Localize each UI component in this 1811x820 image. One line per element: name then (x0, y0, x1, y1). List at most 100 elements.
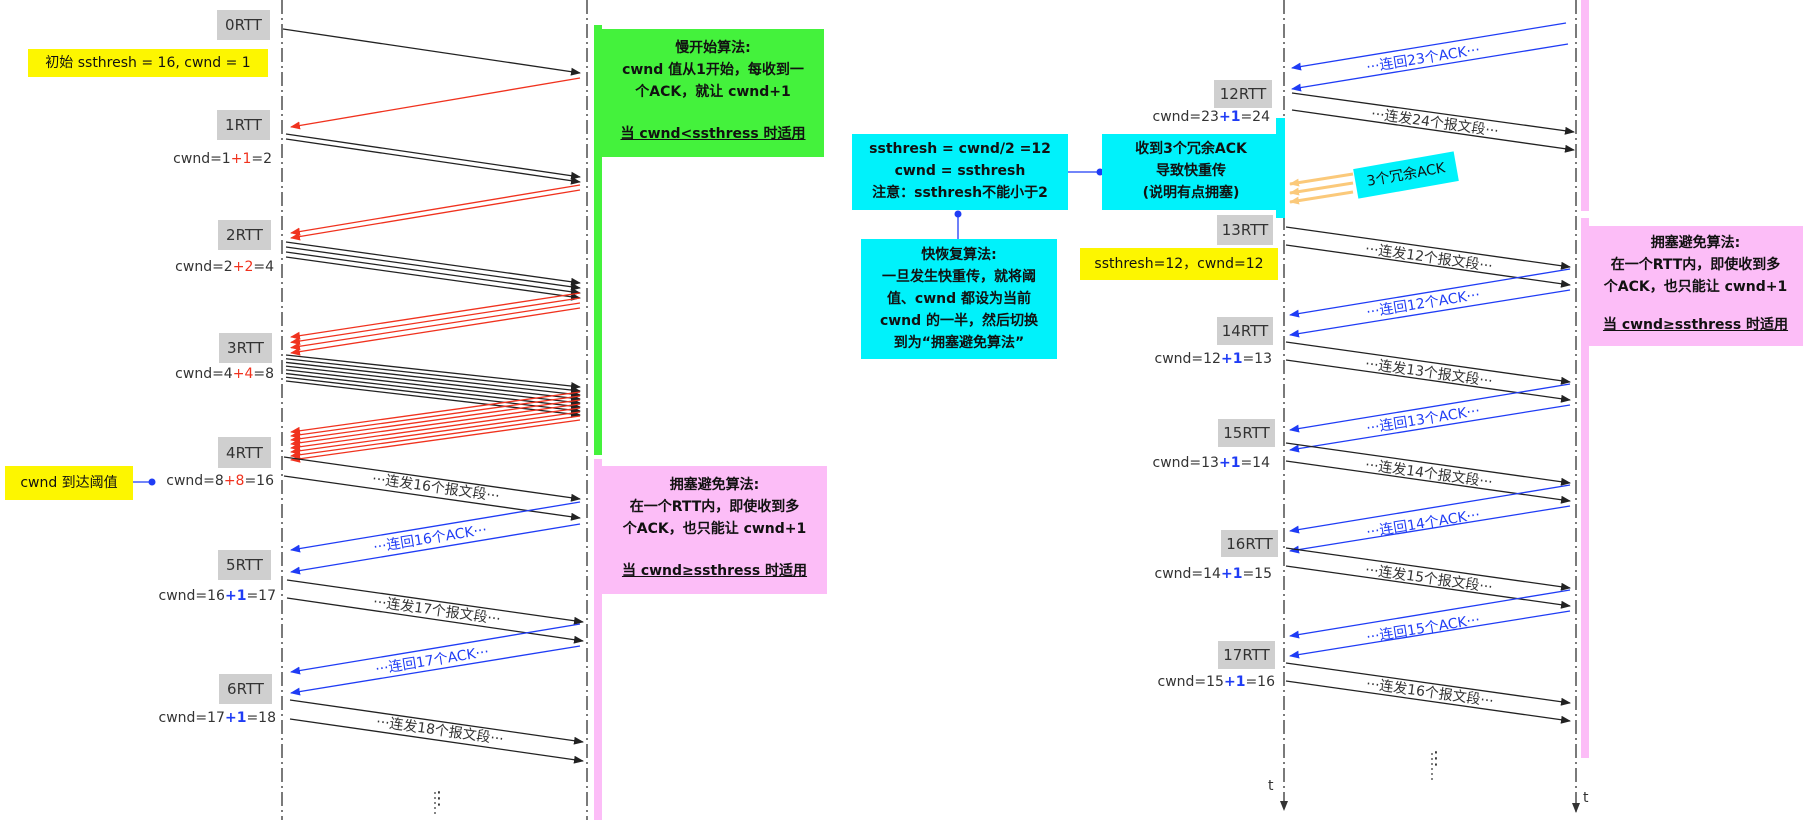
cwnd-value-17: cwnd=15+1=16 (1157, 674, 1275, 690)
ack-arrow (290, 419, 581, 463)
send-arrow (286, 579, 584, 625)
rtt-label-17: 17RTT (1218, 641, 1275, 669)
time-axis-label-receiver: t (1583, 790, 1589, 806)
ack-arrow (290, 189, 581, 241)
rtt-label-3: 3RTT (219, 333, 272, 363)
fast-recovery-calc-box: ssthresh = cwnd/2 =12 cwnd = ssthresh 注意… (852, 134, 1068, 210)
rtt-label-16: 16RTT (1221, 530, 1278, 557)
ack-arrow (290, 645, 581, 696)
congestion-avoidance-line2: 个ACK，也只能让 cwnd+1 (622, 521, 807, 537)
send-arrow (1285, 460, 1571, 504)
rtt-label-5: 5RTT (218, 550, 271, 580)
duplicate-ack-arrow (1289, 190, 1354, 205)
send-arrow (285, 372, 581, 410)
cwnd-value-12: cwnd=23+1=24 (1152, 109, 1270, 125)
ack-arrow (290, 77, 581, 130)
slow-start-box: 慢开始算法: cwnd 值从1开始，每收到一 个ACK，就让 cwnd+1 当 … (602, 29, 824, 157)
ack-arrow (290, 395, 581, 439)
rtt-label-13: 13RTT (1217, 215, 1273, 245)
fast-retransmit-line3: (说明有点拥塞) (1142, 185, 1240, 201)
ack-arrow (290, 184, 581, 236)
congestion-avoidance-line1: 在一个RTT内，即使收到多 (629, 499, 800, 515)
fast-retransmit-line2: 导致快重传 (1156, 163, 1226, 179)
ack-arrow (1289, 505, 1571, 554)
cwnd-value-1: cwnd=1+1=2 (173, 151, 272, 167)
rtt-label-4: 4RTT (218, 437, 271, 468)
ack-arrow (290, 292, 581, 340)
fast-recovery-line1: 一旦发生快重传，就将阈 (882, 269, 1036, 285)
send-arrow (285, 251, 581, 296)
calc-line2: cwnd = ssthresh (894, 163, 1026, 179)
cwnd-value-6: cwnd=17+1=18 (158, 710, 276, 726)
send-arrow (1285, 226, 1571, 270)
rtt-label-15: 15RTT (1218, 419, 1275, 447)
fast-recovery-line4: 到为“拥塞避免算法” (893, 335, 1025, 351)
congestion-avoidance-box-left: 拥塞避免算法: 在一个RTT内，即使收到多 个ACK，也只能让 cwnd+1 当… (602, 466, 827, 594)
send-arrow (1291, 109, 1575, 153)
congestion-avoidance-box-right: 拥塞避免算法: 在一个RTT内，即使收到多 个ACK，也只能让 cwnd+1 当… (1588, 226, 1803, 346)
send-arrow (289, 718, 584, 764)
rtt-label-6: 6RTT (219, 674, 272, 704)
calc-line3: 注意：ssthresh不能小于2 (872, 185, 1048, 201)
congestion-avoidance-strip-right (1581, 218, 1589, 758)
ack-arrow (290, 501, 581, 553)
ssthresh-reset-note: ssthresh=12，cwnd=12 (1080, 248, 1278, 280)
ack-arrow (290, 623, 581, 675)
continuation-ellipsis-right: ⋮ (1427, 748, 1445, 769)
send-arrow (285, 365, 581, 402)
fast-retransmit-box: 收到3个冗余ACK 导致快重传 (说明有点拥塞) (1102, 134, 1280, 210)
cwnd-value-3: cwnd=4+4=8 (175, 366, 274, 382)
initial-note: 初始 ssthresh = 16, cwnd = 1 (28, 49, 268, 77)
ack-arrow (1289, 589, 1571, 639)
ack-arrow (290, 407, 581, 451)
congestion-avoidance-strip (594, 459, 602, 820)
fast-recovery-line3: cwnd 的一半，然后切换 (879, 313, 1039, 329)
send-arrow (286, 597, 584, 644)
send-arrow (285, 380, 581, 418)
calc-line1: ssthresh = cwnd/2 =12 (869, 141, 1051, 157)
cwnd-value-5: cwnd=16+1=17 (158, 588, 276, 604)
send-arrow (1285, 547, 1571, 591)
slow-start-title: 慢开始算法: (675, 40, 751, 56)
rtt-label-2: 2RTT (218, 220, 271, 250)
ack-arrow (1289, 610, 1571, 659)
send-arrow (285, 354, 581, 391)
slow-start-condition: 当 cwnd<ssthress 时适用 (620, 126, 806, 142)
send-arrow (285, 358, 581, 394)
send-arrow (1285, 359, 1571, 403)
connector-dot (148, 478, 156, 486)
ack-arrow (290, 399, 581, 443)
ack-arrow (1289, 268, 1571, 318)
send-arrow (285, 376, 581, 414)
ack-arrow (1291, 43, 1569, 92)
send-arrow (285, 133, 581, 180)
cwnd-value-15: cwnd=13+1=14 (1152, 455, 1270, 471)
send-arrow (283, 475, 581, 521)
ack-arrow (290, 307, 581, 356)
ack-arrow (290, 391, 581, 435)
congestion-avoidance-condition: 当 cwnd≥ssthress 时适用 (621, 563, 808, 579)
ack-arrow (1289, 383, 1571, 433)
continuation-ellipsis-left: ⋮ (430, 788, 448, 809)
ack-arrow (290, 403, 581, 447)
send-arrow (285, 246, 581, 291)
send-arrow (1285, 442, 1571, 486)
rtt-label-1: 1RTT (217, 110, 270, 140)
ack-arrow (290, 297, 581, 345)
fast-recovery-box: 快恢复算法: 一旦发生快重传，就将阈 值、cwnd 都设为当前 cwnd 的一半… (861, 239, 1057, 359)
rtt-label-0: 0RTT (217, 10, 270, 40)
connector-dot (1096, 168, 1104, 176)
send-arrow (282, 28, 581, 76)
ack-arrow (1289, 289, 1571, 338)
send-arrow (285, 241, 581, 286)
rtt-label-14: 14RTT (1217, 317, 1273, 345)
time-axis-label-sender: t (1268, 778, 1274, 794)
ack-arrow (1289, 484, 1571, 534)
ack-arrow (290, 302, 581, 351)
send-arrow (285, 138, 581, 185)
congestion-avoidance-line2-right: 个ACK，也只能让 cwnd+1 (1603, 279, 1788, 295)
congestion-avoidance-line1-right: 在一个RTT内，即使收到多 (1610, 257, 1781, 273)
ack-arrow (290, 523, 581, 575)
cwnd-value-2: cwnd=2+2=4 (175, 259, 274, 275)
